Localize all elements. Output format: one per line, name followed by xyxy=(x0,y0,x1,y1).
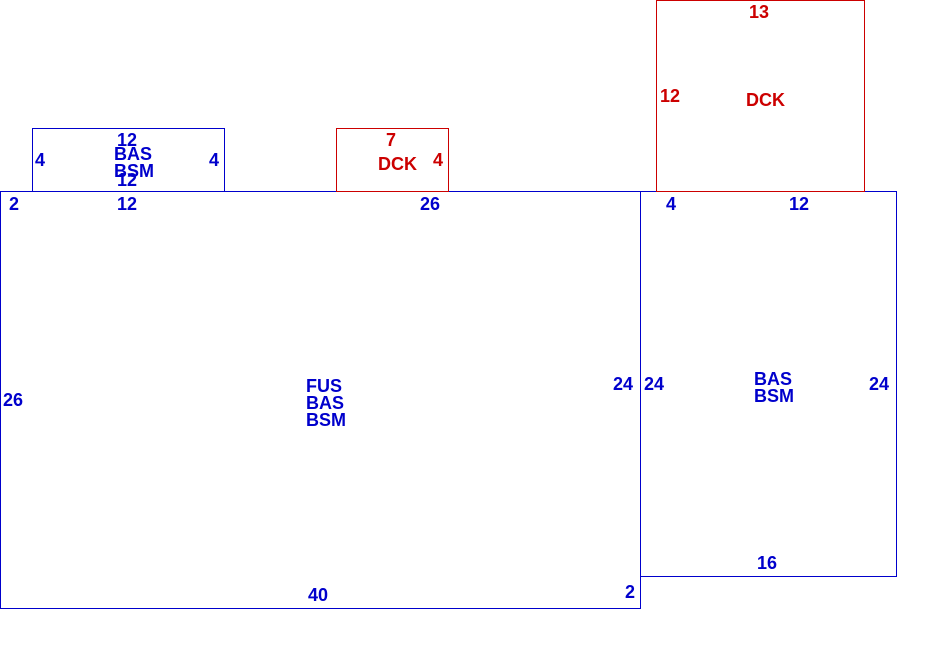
deck-large-dim-top: 13 xyxy=(749,2,770,22)
area-code: BAS xyxy=(114,144,153,164)
area-code: BSM xyxy=(114,161,154,181)
deck-small-code: DCK xyxy=(378,154,417,174)
main-dim-left: 26 xyxy=(3,390,24,410)
right-dim-right: 24 xyxy=(869,374,890,394)
area-code: FUS xyxy=(306,376,342,396)
deck-small-dim-right: 4 xyxy=(433,150,444,170)
addition-area-codes: BAS BSM xyxy=(114,144,154,181)
right-dim-bottom: 16 xyxy=(757,553,778,573)
area-code: BAS xyxy=(754,369,793,389)
main-dim-bottom: 40 xyxy=(308,585,329,605)
main-dim-right: 24 xyxy=(613,374,634,394)
addition-dim-left: 4 xyxy=(35,150,46,170)
right-dim-left: 24 xyxy=(644,374,665,394)
main-dim-bottom-right: 2 xyxy=(625,582,636,602)
deck-large-outline xyxy=(656,0,865,192)
main-dim-top: 12 xyxy=(117,194,138,214)
main-section-area-codes: FUS BAS BSM xyxy=(306,376,346,430)
right-dim-top: 12 xyxy=(789,194,810,214)
area-code: BAS xyxy=(306,393,345,413)
addition-dim-right: 4 xyxy=(209,150,220,170)
right-dim-top-left: 4 xyxy=(666,194,677,214)
small-addition-outline xyxy=(32,128,225,192)
area-code: BSM xyxy=(754,386,794,406)
main-dim-top-right: 26 xyxy=(420,194,441,214)
addition-dim-bottom: 12 xyxy=(117,170,138,190)
addition-dim-top: 12 xyxy=(117,130,138,150)
deck-large-dim-left: 12 xyxy=(660,86,681,106)
right-section-area-codes: BAS BSM xyxy=(754,369,794,406)
deck-large-code: DCK xyxy=(746,90,785,110)
main-dim-top-left: 2 xyxy=(9,194,20,214)
area-code: BSM xyxy=(306,410,346,430)
deck-small-outline xyxy=(336,128,449,192)
deck-small-dim-top: 7 xyxy=(386,130,397,150)
